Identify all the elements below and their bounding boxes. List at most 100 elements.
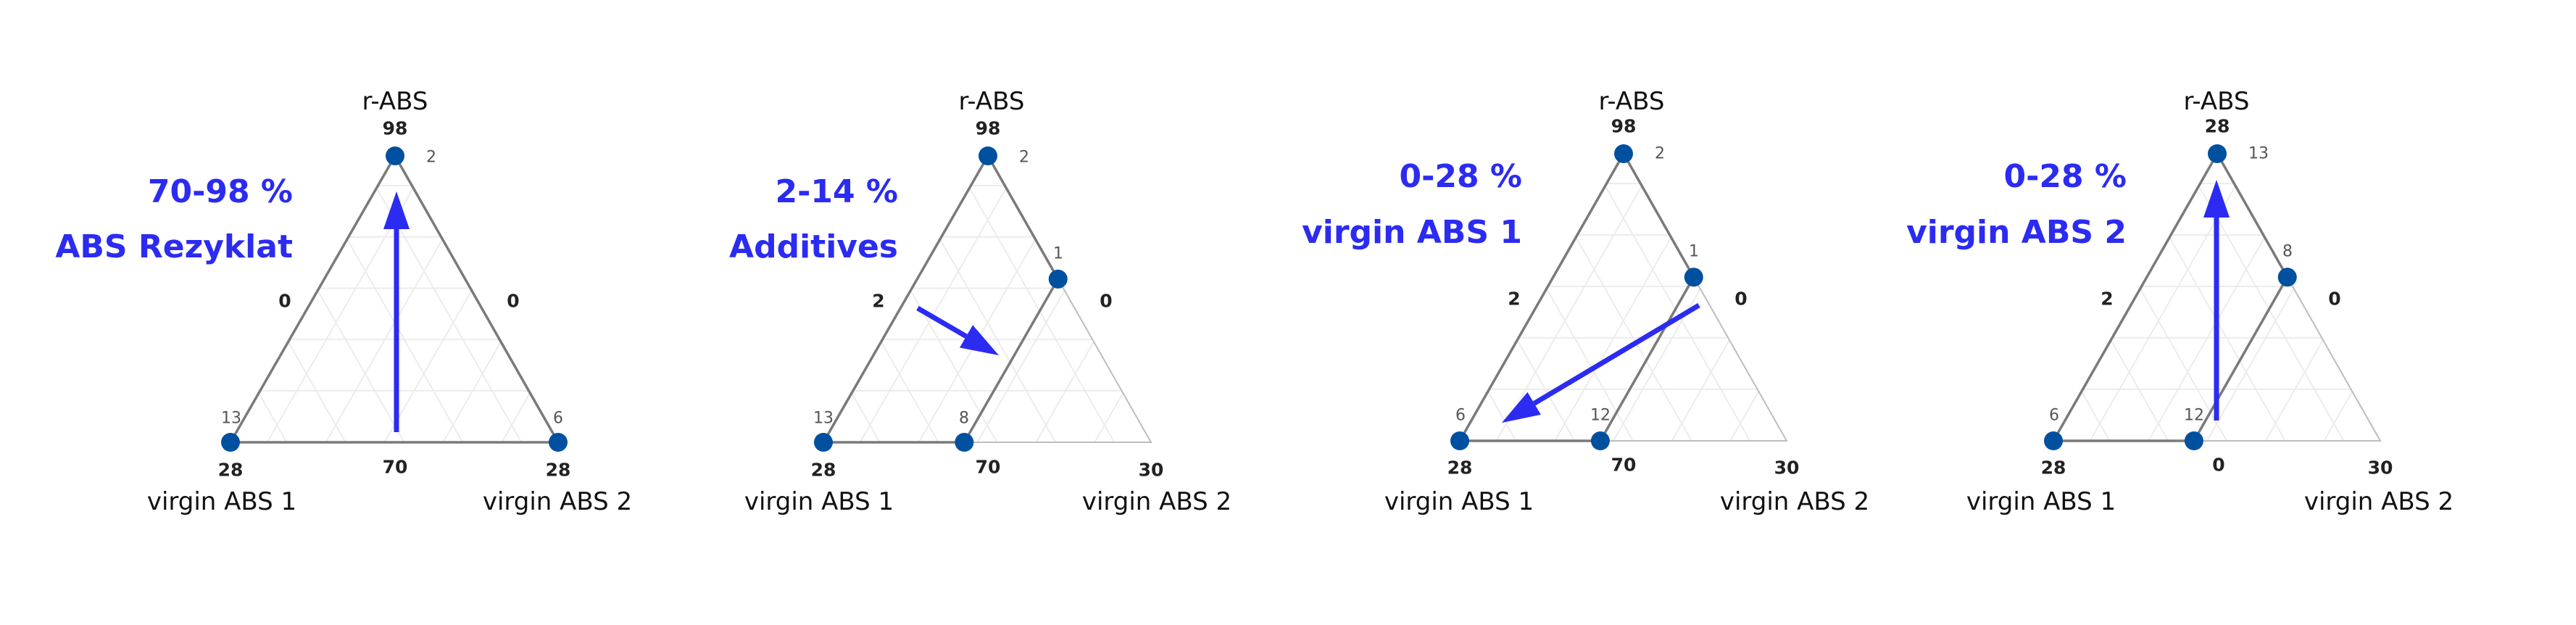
arrow-shaft [916, 305, 968, 339]
component-label: virgin ABS 2 [1906, 214, 2127, 251]
arrow-head-icon [383, 191, 410, 229]
data-point [1450, 431, 1469, 450]
tick-br-label: 30 [1774, 458, 1800, 479]
grid-line [325, 239, 444, 443]
tick-br-above-label: 6 [553, 410, 563, 428]
axis-label-right: virgin ABS 2 [2304, 487, 2454, 516]
tick-left-label: 2 [1508, 289, 1520, 310]
tick-bl-label: 28 [218, 460, 244, 481]
data-point [1048, 269, 1068, 289]
tick-bottom-label: 0 [2212, 455, 2224, 476]
grid-line [1729, 391, 1760, 442]
axis-label-left: virgin ABS 1 [1384, 487, 1534, 516]
grid-line [346, 239, 464, 443]
tick-top-label: 98 [976, 118, 1001, 139]
data-point [386, 146, 404, 165]
arrow-head-icon [959, 325, 999, 355]
range-label: 0-28 % [2003, 158, 2127, 195]
tick-left-label: 0 [278, 291, 291, 312]
data-point [221, 433, 240, 452]
data-point [814, 433, 833, 452]
arrow-head-icon [2203, 180, 2230, 218]
grid-line [976, 290, 1065, 443]
grid [258, 185, 531, 443]
tick-bl-above-label: 6 [2049, 407, 2059, 425]
grid [1487, 183, 1760, 442]
tick-bp-above-label: 12 [2184, 407, 2204, 425]
axis-label-left: virgin ABS 1 [744, 487, 894, 516]
feasible-region [228, 153, 561, 444]
grid-line [1545, 288, 1634, 442]
component-label: ABS Rezyklat [55, 228, 293, 265]
tick-bl-above-label: 6 [1455, 407, 1466, 425]
ternary-panel-2: 2-14 % Additives r-ABS virgin ABS 1 virgin A… [729, 87, 1231, 516]
range-label: 70-98 % [148, 173, 293, 210]
tick-left-label: 2 [872, 291, 884, 312]
tick-bp-above-label: 12 [1590, 407, 1611, 425]
grid-line [2089, 185, 2237, 442]
axis-label-left: virgin ABS 1 [147, 487, 296, 516]
range-label: 2-14 % [775, 173, 898, 210]
arrow-shaft [1532, 302, 1700, 406]
grid-line [1575, 236, 1692, 442]
grid-line [1604, 185, 1751, 442]
axis-label-top: r-ABS [362, 87, 428, 116]
data-point [2277, 268, 2297, 287]
grid-line [1487, 391, 1517, 442]
tick-bl-above-label: 13 [221, 410, 241, 428]
grid-line [1516, 339, 1576, 442]
component-label: Additives [729, 228, 898, 265]
tick-right-label: 0 [1100, 291, 1112, 312]
grid-line [939, 239, 1057, 443]
tick-bl-label: 28 [1447, 458, 1473, 479]
tick-bl-label: 28 [811, 460, 836, 481]
grid-line [501, 392, 531, 443]
grid-line [2148, 236, 2266, 442]
grid-line [851, 392, 881, 443]
grid-line [2139, 288, 2227, 442]
tick-right-label: 0 [1734, 289, 1747, 310]
grid-line [880, 341, 939, 443]
grid-line [442, 341, 502, 443]
grid-line [2323, 391, 2353, 442]
tick-bp-above-label: 8 [959, 410, 969, 428]
grid-line [1035, 341, 1094, 443]
arrow-head-icon [1502, 392, 1541, 423]
tick-right-label: 0 [2328, 289, 2340, 310]
tick-top-label: 98 [1611, 116, 1637, 137]
grid-line [266, 187, 415, 443]
grid-line [1554, 236, 1672, 442]
grid-line [2198, 185, 2345, 442]
tick-side-point-label: 8 [2282, 243, 2293, 261]
tick-top-right-label: 2 [1019, 149, 1029, 167]
grid-line [968, 187, 1115, 443]
grid-line [1671, 339, 1730, 442]
data-point [2208, 144, 2227, 163]
range-label: 0-28 % [1399, 158, 1522, 195]
data-point [2044, 431, 2063, 450]
grid [851, 185, 1124, 443]
data-point [2184, 431, 2203, 450]
tick-top-label: 98 [383, 118, 408, 139]
tick-side-point-label: 1 [1053, 245, 1063, 263]
tick-br-label: 30 [2368, 458, 2393, 479]
axis-label-top: r-ABS [959, 87, 1025, 116]
tick-left-label: 2 [2101, 289, 2113, 310]
tick-top-label: 28 [2205, 116, 2230, 137]
component-label: virgin ABS 1 [1302, 214, 1522, 251]
tick-top-right-label: 2 [426, 149, 436, 167]
data-point [1590, 431, 1610, 450]
grid-line [2206, 288, 2295, 442]
axis-label-right: virgin ABS 2 [1720, 487, 1869, 516]
data-point [979, 146, 997, 165]
tick-bottom-label: 70 [1611, 455, 1637, 476]
feasible-region [1457, 151, 1695, 442]
axis-label-right: virgin ABS 2 [1082, 487, 1231, 516]
feasible-region [2051, 151, 2289, 442]
grid-line [2264, 339, 2324, 442]
tick-br-label: 28 [546, 460, 571, 481]
grid-line [317, 290, 405, 443]
axis-label-top: r-ABS [1599, 87, 1665, 116]
axis-label-right: virgin ABS 2 [483, 487, 632, 516]
